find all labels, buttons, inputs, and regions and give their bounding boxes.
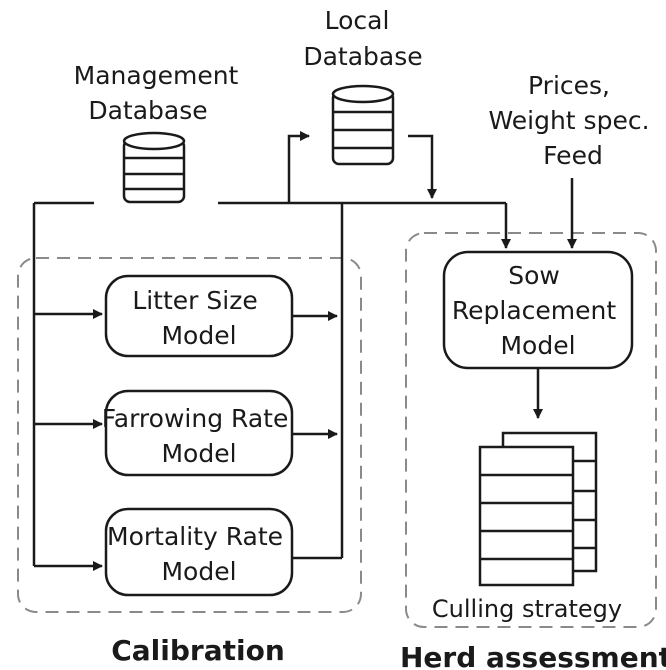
- sow-replacement-model-label: Sow Replacement Model: [452, 261, 624, 360]
- calibration-group: [17, 257, 362, 613]
- mortality-rate-model-box: [104, 507, 294, 597]
- farrowing-rate-model-box: [104, 389, 294, 477]
- culling-strategy-icon: [478, 431, 598, 587]
- arrow-to-local-database: [287, 131, 310, 203]
- management-database-label: Management Database: [74, 61, 247, 125]
- culling-strategy-label: Culling strategy: [432, 595, 622, 623]
- inputs-label: Prices, Weight spec. Feed: [489, 71, 658, 170]
- litter-size-model-box: [104, 274, 294, 358]
- herd-assessment-group-label: Herd assessment: [400, 641, 666, 670]
- local-database-label: Local Database: [303, 6, 422, 71]
- calibration-group-label: Calibration: [111, 634, 285, 667]
- management-database-icon: [122, 131, 186, 204]
- mortality-rate-model-label: Mortality Rate Model: [107, 522, 291, 586]
- herd-assessment-group: [405, 232, 657, 628]
- litter-size-model-label: Litter Size Model: [132, 286, 265, 350]
- farrowing-rate-model-label: Farrowing Rate Model: [102, 404, 297, 468]
- arrow-from-local-database: [408, 134, 437, 199]
- local-database-icon: [331, 84, 395, 166]
